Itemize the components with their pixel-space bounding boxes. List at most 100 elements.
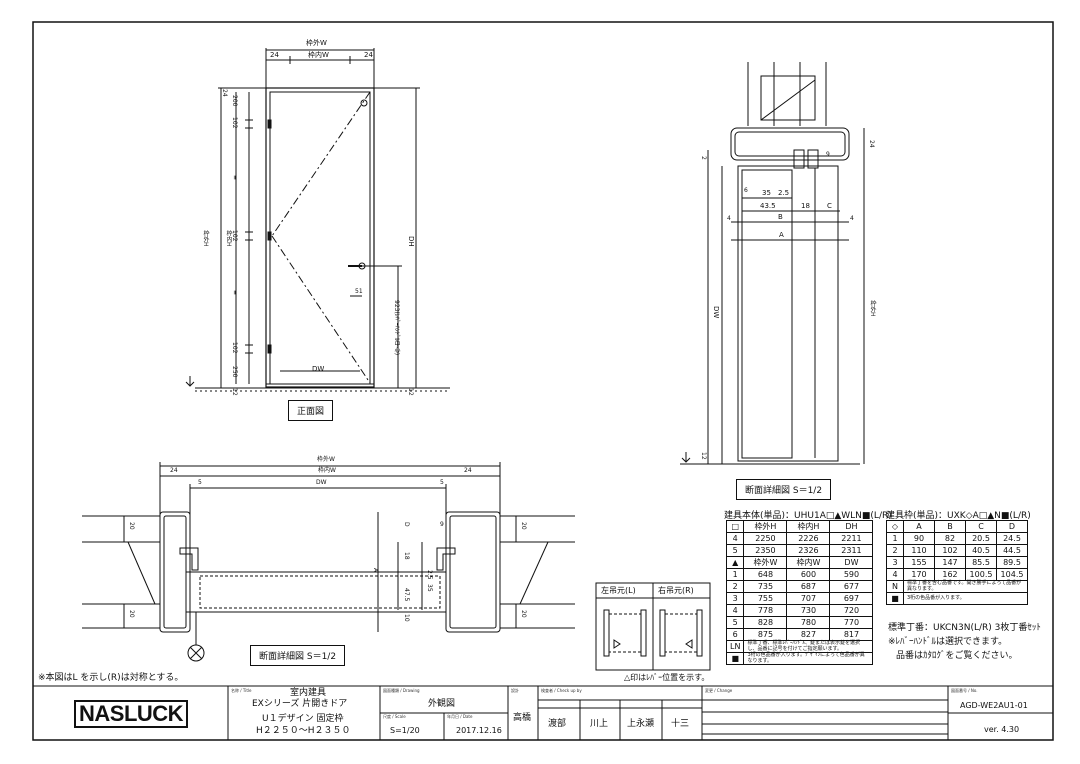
front-dim-frame-out-w: 枠外W xyxy=(306,39,327,47)
table1-ln-key: LN xyxy=(725,640,745,653)
checker-1: 渡部 xyxy=(548,719,567,729)
table1-cell: 5 xyxy=(725,544,745,557)
hsec-dim-18: 18 xyxy=(403,552,410,560)
vsec-dim-c: C xyxy=(827,202,832,210)
change-label: 変更 / Change xyxy=(705,688,733,693)
table1-cell: 枠内H xyxy=(786,520,831,533)
title-line-2: EXシリーズ 片開きドア xyxy=(252,699,348,709)
table1-cell: 780 xyxy=(786,616,831,629)
front-dim-frame-in-h: 枠内H xyxy=(225,230,232,247)
table2-cell: 170 xyxy=(903,568,935,581)
scale-value: S=1/20 xyxy=(390,726,420,735)
front-dim-200: 200 xyxy=(231,95,238,107)
designed-label: 設計 xyxy=(511,688,519,693)
hsec-dim-35: 35 xyxy=(426,584,433,592)
designed-value: 高橋 xyxy=(513,713,532,723)
hsec-dim-20-c: 20 xyxy=(520,522,527,530)
vsec-dim-35: 35 xyxy=(762,189,771,197)
table1-ln-note: 標準丁番、標準ﾚﾊﾞｰﾊﾝﾄﾞﾙ、錠または表示錠を選択し、品番に記号を付けてご指… xyxy=(743,640,874,653)
vsec-dim-a: A xyxy=(779,231,784,239)
front-dim-dw: DW xyxy=(312,365,325,373)
table1-cell: 枠内W xyxy=(786,556,831,569)
table1-cell: 6 xyxy=(725,628,745,641)
table1-cell: 735 xyxy=(743,580,788,593)
side-note-catalog: 品番はｶﾀﾛｸﾞをご覧ください。 xyxy=(896,651,1018,661)
hsec-dim-5-left: 5 xyxy=(198,479,202,486)
table1-cell: 枠外W xyxy=(743,556,788,569)
front-dim-250: 250 xyxy=(231,366,238,378)
table1-cell: 677 xyxy=(829,580,874,593)
side-note-lever: ※ﾚﾊﾞｰﾊﾝﾄﾞﾙは選択できます。 xyxy=(888,637,1008,647)
vsec-dim-43-5: 43.5 xyxy=(760,202,776,210)
hsec-dim-24-left: 24 xyxy=(170,467,178,474)
table1-cell: 2326 xyxy=(786,544,831,557)
table1-cell: 770 xyxy=(829,616,874,629)
table2-cell: 104.5 xyxy=(996,568,1028,581)
table1-cell: 778 xyxy=(743,604,788,617)
table2-cell: ◇ xyxy=(886,520,904,533)
table1-cell: 755 xyxy=(743,592,788,605)
hinge-left-label: 左吊元(L) xyxy=(601,586,636,595)
table2-row-sq: ■3桁の色品番が入ります。 xyxy=(886,592,1028,605)
front-elevation xyxy=(185,48,450,392)
hsec-dim-2-5: 2.5 xyxy=(426,570,433,580)
table2-cell: 90 xyxy=(903,532,935,545)
drawing-no-label: 図面番号 / No. xyxy=(951,688,978,693)
table1-cell: 697 xyxy=(829,592,874,605)
table2-cell: 2 xyxy=(886,544,904,557)
table2-cell: 162 xyxy=(934,568,966,581)
vsec-caption: 断面詳細図 S＝1/2 xyxy=(736,479,832,500)
table1-cell: 817 xyxy=(829,628,874,641)
sheet-border xyxy=(32,21,1054,741)
table2-cell: 102 xyxy=(934,544,966,557)
vsec-dim-frame-out-h: 枠外H xyxy=(869,300,876,317)
front-dim-102-b: 102 xyxy=(231,230,238,242)
hsec-dim-24-right: 24 xyxy=(464,467,472,474)
hsec-dim-10: 10 xyxy=(403,614,410,622)
table1-cell: 4 xyxy=(725,604,745,617)
drawing-no: AGD-WE2AU1-01 xyxy=(960,701,1028,710)
table1-cell: 2211 xyxy=(829,532,874,545)
table2-cell: 147 xyxy=(934,556,966,569)
table2-cell: B xyxy=(934,520,966,533)
vsec-dim-dw: DW xyxy=(712,306,720,319)
front-dim-frame-out-h: 枠外H xyxy=(202,230,209,247)
table1-cell: 600 xyxy=(786,568,831,581)
table1-cell: ▲ xyxy=(725,556,745,569)
front-dim-923: 923(ﾚﾊﾞｰﾊﾝﾄﾞﾙ中心) xyxy=(393,300,400,356)
table2-cell: 82 xyxy=(934,532,966,545)
table2-cell: 100.5 xyxy=(965,568,997,581)
title-label: 名称 / Title xyxy=(231,688,252,693)
title-block-lines xyxy=(33,685,1053,740)
front-dim-eq-2: = xyxy=(231,290,238,296)
front-dim-12-right: 12 xyxy=(407,388,414,396)
table1-cell: 2 xyxy=(725,580,745,593)
title-line-4: H２２５０～H２３５０ xyxy=(256,726,351,736)
side-note-hinge: 標準丁番：UKCN3N(L/R) 3枚丁番ｾｯﾄ xyxy=(888,623,1041,633)
date-label: 年月日 / Date xyxy=(447,714,473,719)
front-dim-51: 51 xyxy=(355,288,363,295)
table2-cell: 85.5 xyxy=(965,556,997,569)
hsec-dim-20-b: 20 xyxy=(128,610,135,618)
table2-cell: 155 xyxy=(903,556,935,569)
table1-sq-key: ■ xyxy=(725,652,745,665)
vsec-dim-6: 6 xyxy=(744,187,748,194)
table1-cell: 2311 xyxy=(829,544,874,557)
drawing-type: 外観図 xyxy=(428,699,456,709)
table1-cell: 875 xyxy=(743,628,788,641)
table2-cell: 20.5 xyxy=(965,532,997,545)
hsec-dim-20-a: 20 xyxy=(128,522,135,530)
vsec-dim-18: 18 xyxy=(801,202,810,210)
